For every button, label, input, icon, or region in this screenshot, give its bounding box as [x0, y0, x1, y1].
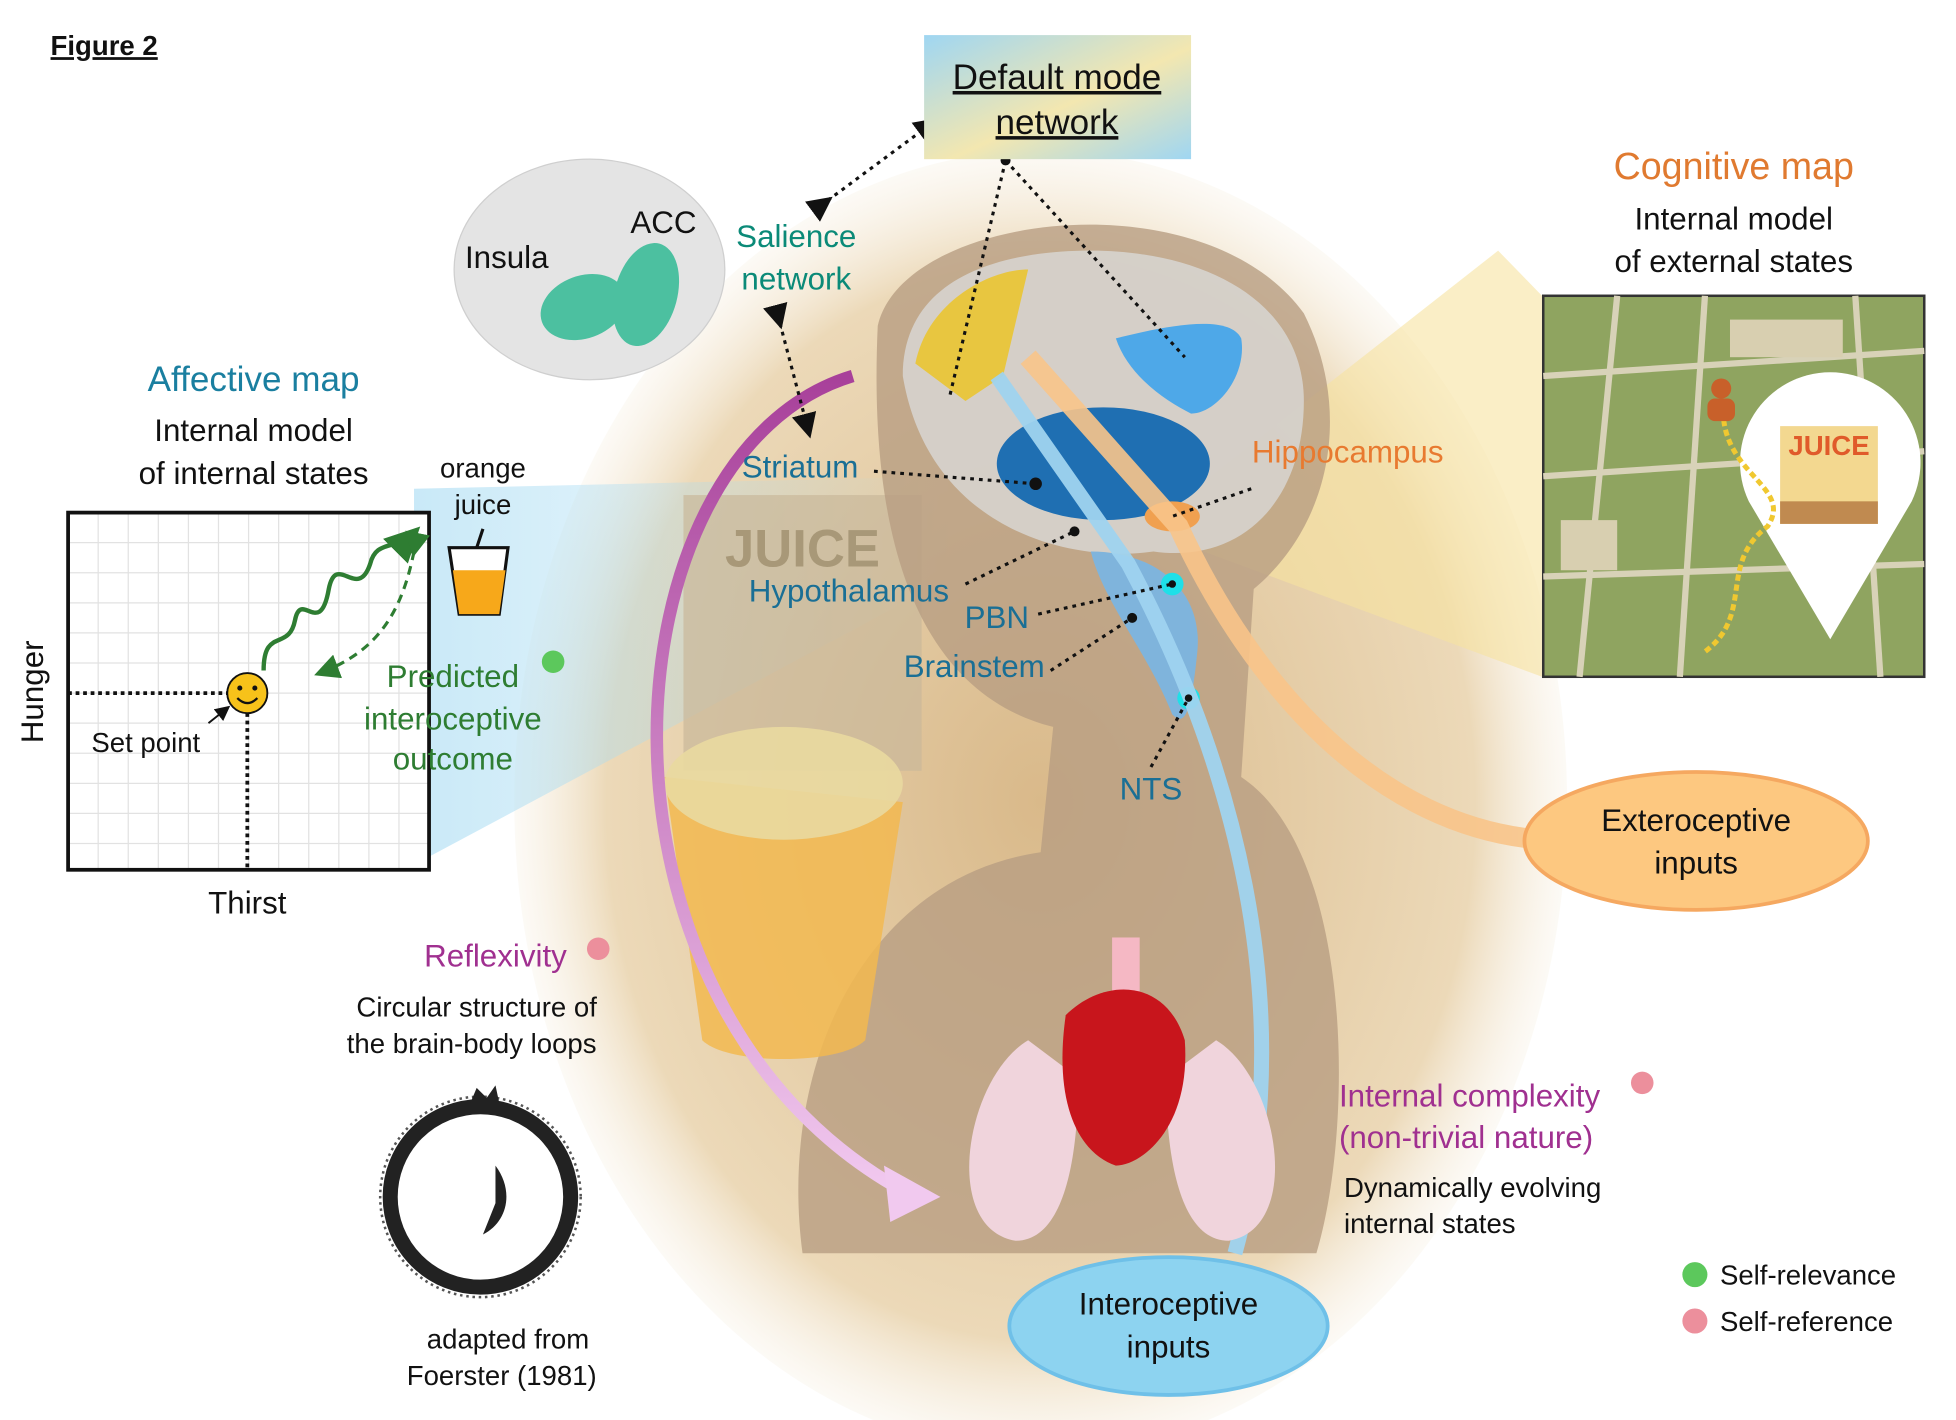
credit-line1: adapted from [427, 1324, 589, 1355]
default-mode-box [924, 35, 1192, 160]
complexity-title-2: (non-trivial nature) [1339, 1120, 1593, 1155]
hippocampus-label: Hippocampus [1252, 434, 1444, 469]
ouroboros-icon [378, 1085, 582, 1299]
set-point-label: Set point [91, 727, 200, 758]
affective-map-title: Affective map [148, 360, 360, 399]
heart-lungs [969, 937, 1276, 1241]
set-point-smiley-icon [226, 672, 269, 715]
legend-self-relevance-dot [1682, 1262, 1708, 1288]
storefront-sign: JUICE [725, 519, 880, 578]
interoceptive-label: Interoceptive [1079, 1287, 1258, 1322]
default-mode-label: Default mode [953, 58, 1162, 97]
legend-self-relevance: Self-relevance [1720, 1260, 1896, 1291]
credit-line2: Foerster (1981) [407, 1360, 597, 1391]
legend: Self-relevance Self-reference [1682, 1260, 1896, 1337]
complexity-title: Internal complexity [1339, 1079, 1601, 1114]
self-reference-dot [1630, 1071, 1654, 1095]
complexity-line1: Dynamically evolving [1344, 1172, 1601, 1203]
storefront [683, 495, 922, 771]
reflexivity-arrow [650, 369, 906, 1197]
affective-map-plot [66, 510, 431, 872]
reflexivity-arrowhead [884, 1165, 941, 1222]
cognitive-map-line2: of external states [1614, 244, 1853, 279]
interoceptive-label-2: inputs [1127, 1329, 1211, 1364]
heart [1062, 989, 1186, 1166]
city-map: JUICE [1541, 294, 1926, 679]
acc-label: ACC [630, 205, 696, 240]
figure-label: Figure 2 [51, 30, 158, 61]
brain-inset [453, 158, 726, 381]
exteroceptive-label-2: inputs [1654, 846, 1738, 881]
striatum-label: Striatum [742, 450, 859, 485]
self-relevance-dot [541, 650, 565, 674]
connector-lines [763, 117, 1252, 768]
cognitive-map-title: Cognitive map [1614, 145, 1854, 187]
juice-label-2: juice [454, 489, 512, 520]
brainstem-label: Brainstem [904, 649, 1045, 684]
hunger-axis-label: Hunger [15, 640, 50, 743]
legend-self-reference: Self-reference [1720, 1306, 1893, 1337]
exteroceptive-arrow [1020, 350, 1543, 850]
cognitive-map-line1: Internal model [1634, 201, 1833, 236]
self-reference-dot [586, 937, 610, 961]
complexity-line2: internal states [1344, 1208, 1516, 1239]
juice-cup [664, 777, 903, 1060]
affective-map-line2: of internal states [139, 456, 369, 491]
default-mode-label-2: network [996, 103, 1119, 142]
predicted-label-3: outcome [393, 742, 513, 777]
thirst-axis-label: Thirst [208, 886, 287, 921]
insula-label: Insula [465, 240, 549, 275]
hypothalamus-label: Hypothalamus [749, 574, 949, 609]
salience-label: Salience [736, 219, 856, 254]
orange-juice-icon [447, 528, 510, 616]
affective-map-line1: Internal model [154, 413, 353, 448]
nts-label: NTS [1120, 772, 1183, 807]
reflexivity-title: Reflexivity [424, 938, 567, 973]
person-marker-icon [1711, 378, 1732, 399]
map-juice-sign: JUICE [1788, 430, 1869, 461]
exteroceptive-inputs-node [1522, 770, 1870, 912]
salience-label-2: network [741, 262, 851, 297]
exteroceptive-label: Exteroceptive [1601, 803, 1791, 838]
reflexivity-line1: Circular structure of [356, 991, 597, 1022]
predicted-label: Predicted [387, 659, 519, 694]
interoceptive-inputs-node [1007, 1255, 1330, 1397]
predicted-label-2: interoceptive [364, 701, 542, 736]
juice-label: orange [440, 453, 526, 484]
legend-self-reference-dot [1682, 1308, 1708, 1334]
reflexivity-line2: the brain-body loops [347, 1028, 597, 1059]
pbn-label: PBN [965, 600, 1029, 635]
